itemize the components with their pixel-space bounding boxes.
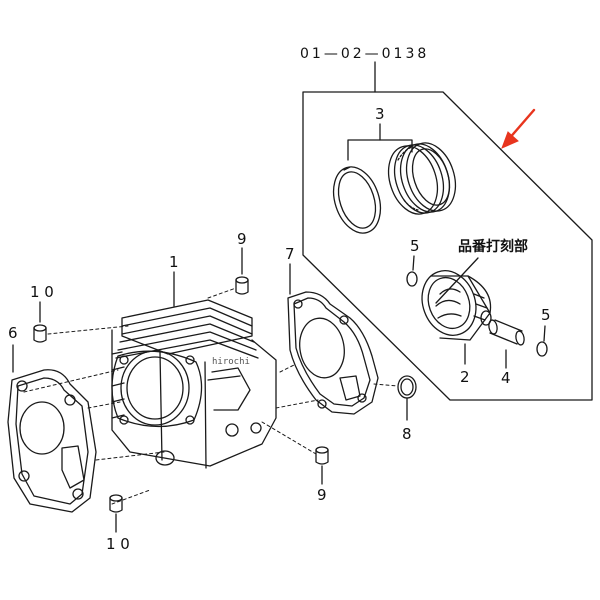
callout-7: 7 bbox=[285, 245, 295, 263]
kit-frame bbox=[302, 91, 593, 401]
note-leader bbox=[435, 257, 479, 304]
callout-6: 6 bbox=[8, 324, 18, 342]
red-arrow-icon bbox=[501, 108, 536, 149]
callout-5-left: 5 bbox=[410, 237, 420, 255]
callout-10-bottom: 1 0 bbox=[106, 535, 130, 553]
part-code: 01—02—0138 bbox=[300, 46, 430, 62]
dowel-left-bottom-drawing bbox=[109, 494, 123, 513]
callout-8: 8 bbox=[402, 425, 412, 443]
callout-2: 2 bbox=[460, 368, 470, 386]
callout-9-top: 9 bbox=[237, 230, 247, 248]
callout-3: 3 bbox=[375, 105, 385, 123]
callout-1: 1 bbox=[169, 253, 179, 271]
piston-pin-drawing bbox=[488, 319, 525, 346]
alignment-lines bbox=[23, 287, 399, 505]
clip-left-drawing bbox=[406, 271, 418, 287]
head-gasket-drawing bbox=[287, 291, 379, 415]
callout-5-right: 5 bbox=[541, 306, 551, 324]
callout-10-top: 1 0 bbox=[30, 283, 54, 301]
callout-9-bottom: 9 bbox=[317, 486, 327, 504]
base-gasket-drawing bbox=[7, 369, 97, 513]
ring-set-drawing bbox=[332, 142, 457, 234]
dowel-top-drawing bbox=[235, 276, 249, 295]
dowel-left-top-drawing bbox=[33, 324, 47, 343]
watermark: hirochi bbox=[212, 357, 250, 367]
piston-drawing bbox=[421, 270, 492, 341]
stamp-location-note: 品番打刻部 bbox=[458, 239, 528, 255]
callout-4: 4 bbox=[501, 369, 511, 387]
dowel-bottom-drawing bbox=[315, 446, 329, 465]
cylinder-drawing bbox=[111, 299, 277, 469]
clip-right-drawing bbox=[536, 341, 548, 357]
